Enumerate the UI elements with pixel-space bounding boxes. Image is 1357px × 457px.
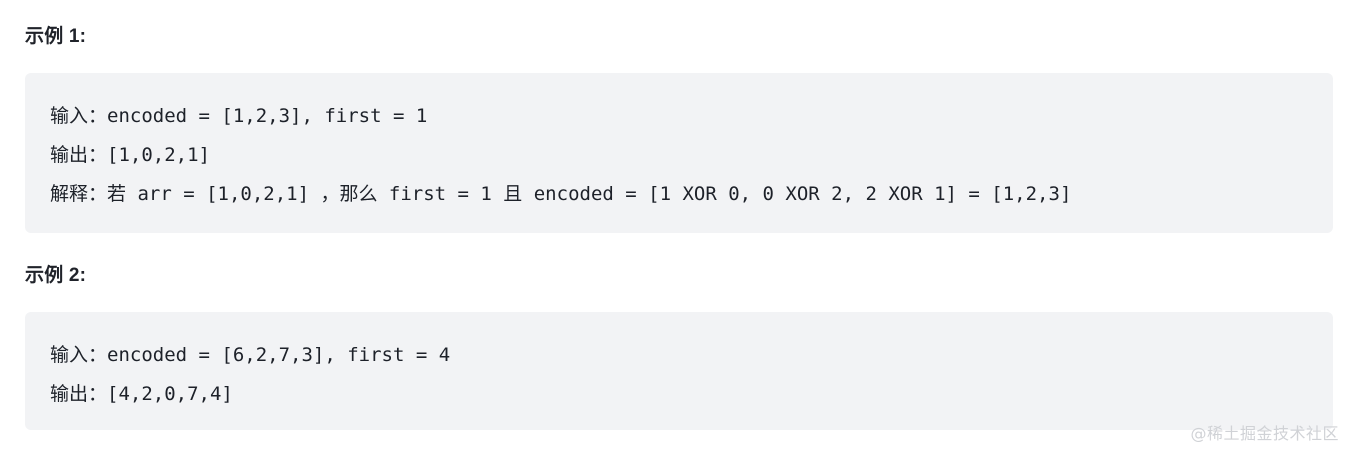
input-value: encoded = [1,2,3], first = 1 — [107, 105, 428, 127]
output-label: 输出： — [50, 144, 108, 166]
site-watermark: @稀土掘金技术社区 — [1190, 424, 1339, 443]
example-1-code-block: 输入：encoded = [1,2,3], first = 1 输出：[1,0,… — [25, 73, 1333, 233]
input-value: encoded = [6,2,7,3], first = 4 — [107, 344, 451, 366]
example-2-output-line: 输出：[4,2,0,7,4] — [50, 381, 233, 407]
example-1-heading: 示例 1: — [25, 26, 87, 47]
example-1-explanation-line: 解释：若 arr = [1,0,2,1] ，那么 first = 1 且 enc… — [50, 181, 1071, 207]
output-label: 输出： — [50, 383, 108, 405]
example-1-input-line: 输入：encoded = [1,2,3], first = 1 — [50, 103, 427, 129]
explanation-label: 解释： — [50, 183, 108, 205]
example-2-code-block: 输入：encoded = [6,2,7,3], first = 4 输出：[4,… — [25, 312, 1333, 430]
explanation-value: 若 arr = [1,0,2,1] ，那么 first = 1 且 encode… — [107, 183, 1072, 205]
input-label: 输入： — [50, 105, 108, 127]
example-2-heading: 示例 2: — [25, 265, 87, 286]
output-value: [1,0,2,1] — [107, 144, 210, 166]
output-value: [4,2,0,7,4] — [107, 383, 233, 405]
example-2-input-line: 输入：encoded = [6,2,7,3], first = 4 — [50, 342, 450, 368]
example-1-output-line: 输出：[1,0,2,1] — [50, 142, 210, 168]
input-label: 输入： — [50, 344, 108, 366]
